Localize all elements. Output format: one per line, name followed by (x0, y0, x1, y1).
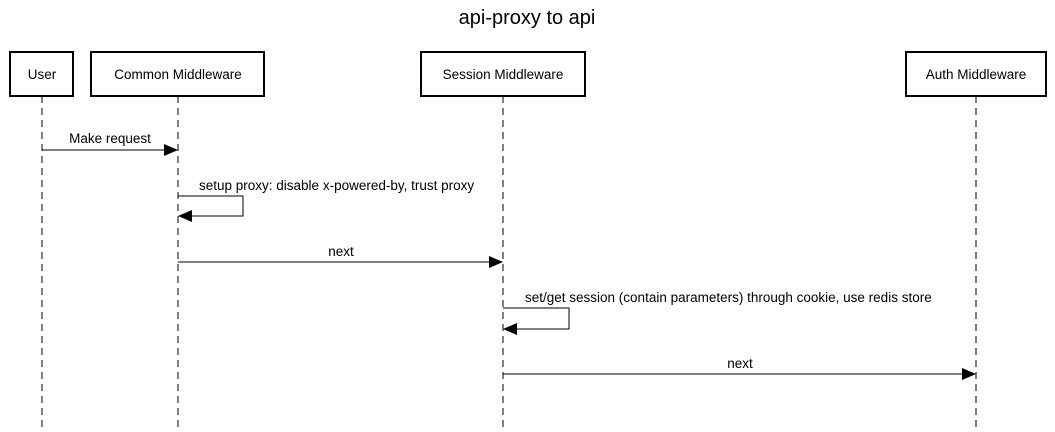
participant-common-middleware: Common Middleware (90, 51, 265, 97)
message-next-session: next (178, 244, 503, 268)
participant-label: Common Middleware (114, 67, 242, 82)
message-set-get-session: set/get session (contain parameters) thr… (503, 290, 932, 335)
message-setup-proxy: setup proxy: disable x-powered-by, trust… (178, 178, 474, 222)
message-next-auth: next (503, 356, 976, 380)
diagram-title: api-proxy to api (459, 7, 596, 29)
message-label: next (727, 356, 753, 371)
message-label: set/get session (contain parameters) thr… (525, 290, 932, 305)
arrow-head (503, 323, 517, 335)
arrow-head (489, 256, 503, 268)
participant-user: User (9, 51, 74, 97)
participant-label: Auth Middleware (926, 67, 1027, 82)
arrow-head (178, 210, 192, 222)
message-label: next (328, 244, 354, 259)
message-label: Make request (69, 131, 151, 146)
participant-label: User (28, 67, 57, 82)
arrow-head (164, 144, 178, 156)
participant-session-middleware: Session Middleware (420, 51, 586, 97)
participant-auth-middleware: Auth Middleware (905, 51, 1047, 97)
participant-label: Session Middleware (443, 67, 564, 82)
message-make-request: Make request (42, 131, 178, 156)
message-label: setup proxy: disable x-powered-by, trust… (199, 178, 474, 193)
arrow-head (962, 368, 976, 380)
